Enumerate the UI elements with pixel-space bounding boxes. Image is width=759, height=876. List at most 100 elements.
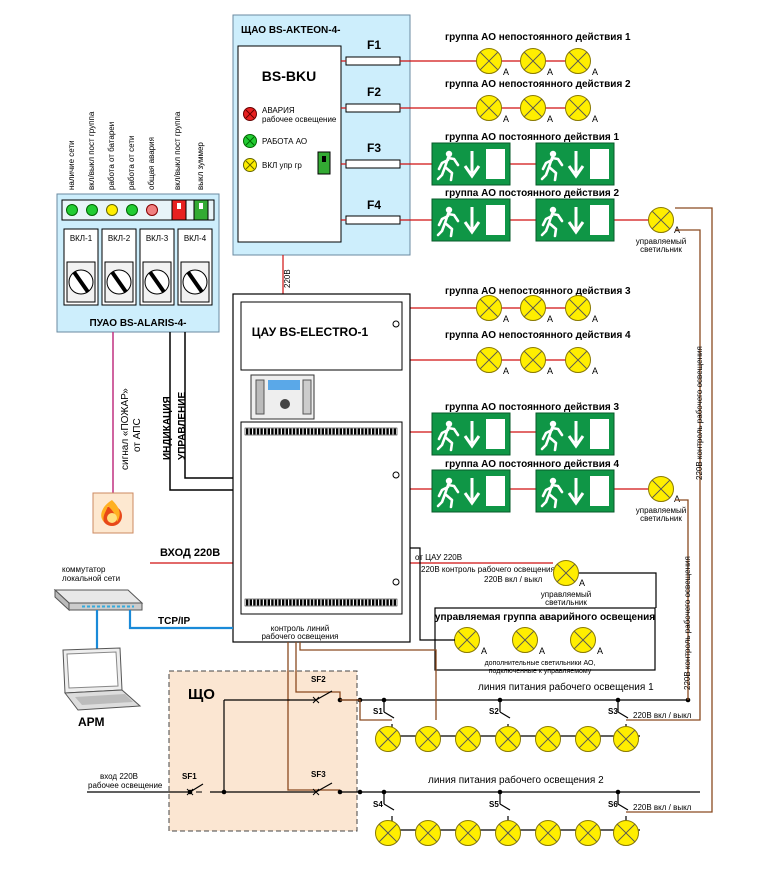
lan-switch-label-2: локальной сети: [62, 574, 120, 583]
svg-text:F4: F4: [367, 198, 381, 212]
group-ao-nonconst-3: группа АО непостоянного действия 3: [445, 286, 631, 297]
group-ao-nonconst-4: группа АО непостоянного действия 4: [445, 330, 631, 341]
svg-text:работа от батареи: работа от батареи: [107, 122, 116, 190]
svg-text:A: A: [503, 67, 509, 77]
svg-text:A: A: [674, 494, 680, 504]
svg-text:F1: F1: [367, 38, 381, 52]
toggle-const-group[interactable]: [171, 199, 187, 221]
vertical-ctrl-label-bottom: 220В контроль рабочего освещения: [683, 556, 692, 690]
cau-220-label: 220В: [283, 269, 292, 288]
from-cau-label: от ЦАУ 220В: [415, 553, 462, 562]
group-ao-const-1: группа АО постоянного действия 1: [445, 132, 619, 143]
managed-lamp-label-2: светильник: [640, 245, 682, 254]
switch-vkl-1[interactable]: ВКЛ-1: [63, 228, 99, 306]
led-general-alarm-icon: [146, 204, 158, 216]
managed-group-label: ВКЛ упр гр: [262, 161, 302, 170]
switch-vkl-2[interactable]: ВКЛ-2: [101, 228, 137, 306]
shchao-title: ЩАО BS-AKTEON-4-: [241, 25, 341, 36]
exit-sign-icon: [430, 411, 512, 457]
exit-sign-icon: [534, 197, 616, 243]
group-ao-const-4: группа АО постоянного действия 4: [445, 459, 619, 470]
cau-terminal-box: [240, 421, 403, 615]
managed-lamp-icon: [648, 207, 674, 233]
switch-s4: S4: [373, 800, 383, 809]
lan-switch-label-1: коммутатор: [62, 565, 106, 574]
tcpip-label: TCP/IP: [158, 616, 191, 627]
work-line-2-label: линия питания рабочего освещения 2: [428, 774, 604, 786]
led-mains-icon: [126, 204, 138, 216]
group-ao-nonconst-1: группа АО непостоянного действия 1: [445, 32, 631, 43]
bku-title: BS-BKU: [262, 68, 316, 84]
switch-vkl-3[interactable]: ВКЛ-3: [139, 228, 175, 306]
arm-laptop-icon: [62, 647, 142, 711]
switch-s3: S3: [608, 707, 618, 716]
led-battery-icon: [106, 204, 118, 216]
managed-group-title: управляемая группа аварийного освещения: [435, 612, 655, 623]
managed-group-toggle[interactable]: [317, 151, 331, 175]
on-off-label-managed: 220В вкл / выкл: [484, 575, 543, 584]
input-220-label: ВХОД 220В: [160, 547, 220, 559]
exit-sign-icon: [430, 197, 512, 243]
svg-text:SF2: SF2: [311, 675, 326, 684]
work-lamp-row-2: [375, 820, 639, 846]
svg-text:A: A: [547, 366, 553, 376]
alarm-label: АВАРИЯ: [262, 106, 295, 115]
group-ao-const-2: группа АО постоянного действия 2: [445, 188, 619, 199]
work-ao-label: РАБОТА АО: [262, 137, 307, 146]
svg-text:светильник: светильник: [640, 514, 682, 523]
svg-text:A: A: [503, 114, 509, 124]
svg-text:ВКЛ-3: ВКЛ-3: [146, 234, 169, 243]
svg-text:общая авария: общая авария: [147, 137, 156, 190]
puao-led-labels: наличие сети вкл/выкл пост группа работа…: [67, 111, 205, 190]
exit-sign-icon: [534, 411, 616, 457]
fire-signal-label: сигнал «ПОЖАР»: [120, 388, 131, 470]
fire-signal-source-label: от АПС: [132, 418, 143, 452]
svg-text:SF3: SF3: [311, 770, 326, 779]
svg-text:A: A: [539, 646, 545, 656]
lamp-row-nonconst-1: [476, 48, 591, 74]
alarm-sub-label: рабочее освещение: [262, 115, 337, 124]
svg-text:A: A: [547, 67, 553, 77]
exit-sign-icon: [430, 141, 512, 187]
svg-text:вкл/выкл пост группа: вкл/выкл пост группа: [173, 111, 182, 190]
group-ao-const-3: группа АО постоянного действия 3: [445, 402, 619, 413]
svg-text:светильник: светильник: [545, 598, 587, 607]
exit-sign-icon: [534, 468, 616, 514]
exit-sign-icon: [534, 141, 616, 187]
arm-label: АРМ: [78, 715, 105, 729]
led-power-icon: [66, 204, 78, 216]
managed-lamp-label-1: управляемый: [636, 237, 686, 246]
svg-text:A: A: [597, 646, 603, 656]
svg-text:A: A: [579, 578, 585, 588]
input-work-label-1: вход 220В: [100, 772, 138, 781]
svg-text:ВКЛ-4: ВКЛ-4: [184, 234, 207, 243]
breaker-sf3: SF3: [311, 770, 333, 796]
svg-text:SF1: SF1: [182, 772, 197, 781]
svg-text:наличие сети: наличие сети: [67, 140, 76, 190]
svg-text:управляемый: управляемый: [636, 506, 686, 515]
work-line-1-label: линия питания рабочего освещения 1: [478, 681, 654, 693]
managed-lamp-icon: [553, 560, 579, 586]
svg-text:A: A: [481, 646, 487, 656]
lan-switch-icon: [53, 588, 144, 612]
svg-text:выкл зуммер: выкл зуммер: [196, 142, 205, 190]
switch-s2: S2: [489, 707, 499, 716]
svg-text:управляемый: управляемый: [541, 590, 591, 599]
switch-s5: S5: [489, 800, 499, 809]
svg-text:A: A: [503, 366, 509, 376]
svg-text:A: A: [547, 314, 553, 324]
exit-sign-icon: [430, 468, 512, 514]
svg-text:F2: F2: [367, 85, 381, 99]
svg-text:A: A: [503, 314, 509, 324]
fire-detector-icon: [92, 492, 134, 534]
lamp-row-nonconst-2: [476, 95, 591, 121]
toggle-buzzer[interactable]: [193, 199, 209, 221]
managed-group-box: [434, 607, 656, 671]
svg-text:ВКЛ-2: ВКЛ-2: [108, 234, 131, 243]
indication-label: ИНДИКАЦИЯ: [162, 396, 173, 460]
switch-s6: S6: [608, 800, 618, 809]
group-ao-nonconst-2: группа АО непостоянного действия 2: [445, 79, 631, 90]
switch-vkl-4[interactable]: ВКЛ-4: [177, 228, 213, 306]
switch-s1: S1: [373, 707, 383, 716]
sho-panel: [168, 670, 358, 832]
